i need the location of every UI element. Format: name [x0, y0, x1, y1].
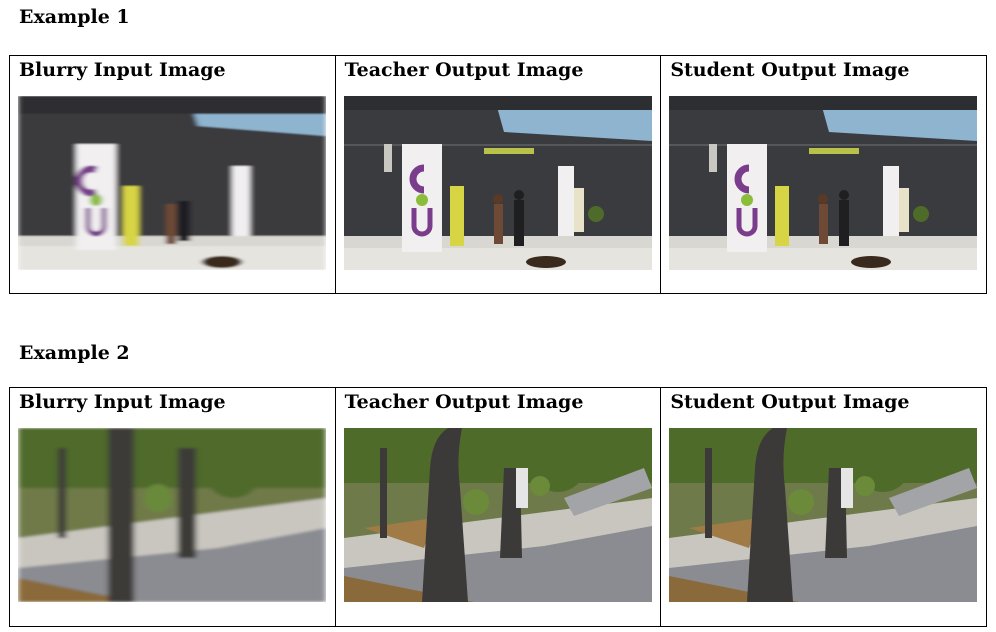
example-2-student-cell: Student Output Image [660, 387, 987, 627]
park-scene-image [343, 428, 652, 602]
column-label: Student Output Image [670, 391, 910, 413]
teacher-output-image [343, 428, 652, 602]
building-scene-image [343, 96, 652, 270]
example-1-teacher-cell: Teacher Output Image [334, 55, 662, 294]
example-1-student-cell: Student Output Image [660, 55, 987, 294]
student-output-image [669, 96, 978, 270]
example-2-title: Example 2 [19, 342, 130, 364]
example-1-blurry-cell: Blurry Input Image [9, 55, 336, 294]
building-scene-image [669, 96, 978, 270]
column-label: Blurry Input Image [19, 59, 226, 81]
example-2-teacher-cell: Teacher Output Image [334, 387, 662, 627]
park-scene-image [669, 428, 978, 602]
park-scene-image [18, 428, 326, 602]
column-label: Teacher Output Image [344, 391, 584, 413]
teacher-output-image [343, 96, 652, 270]
blurry-input-image [18, 96, 326, 270]
example-2-table: Blurry Input Image [9, 387, 987, 627]
column-label: Blurry Input Image [19, 391, 226, 413]
column-label: Teacher Output Image [344, 59, 584, 81]
column-label: Student Output Image [670, 59, 910, 81]
example-2-blurry-cell: Blurry Input Image [9, 387, 336, 627]
blurry-input-image [18, 428, 326, 602]
building-scene-image [18, 96, 326, 270]
student-output-image [669, 428, 978, 602]
example-1-title: Example 1 [19, 6, 130, 28]
example-1-table: Blurry Input Image [9, 55, 987, 294]
